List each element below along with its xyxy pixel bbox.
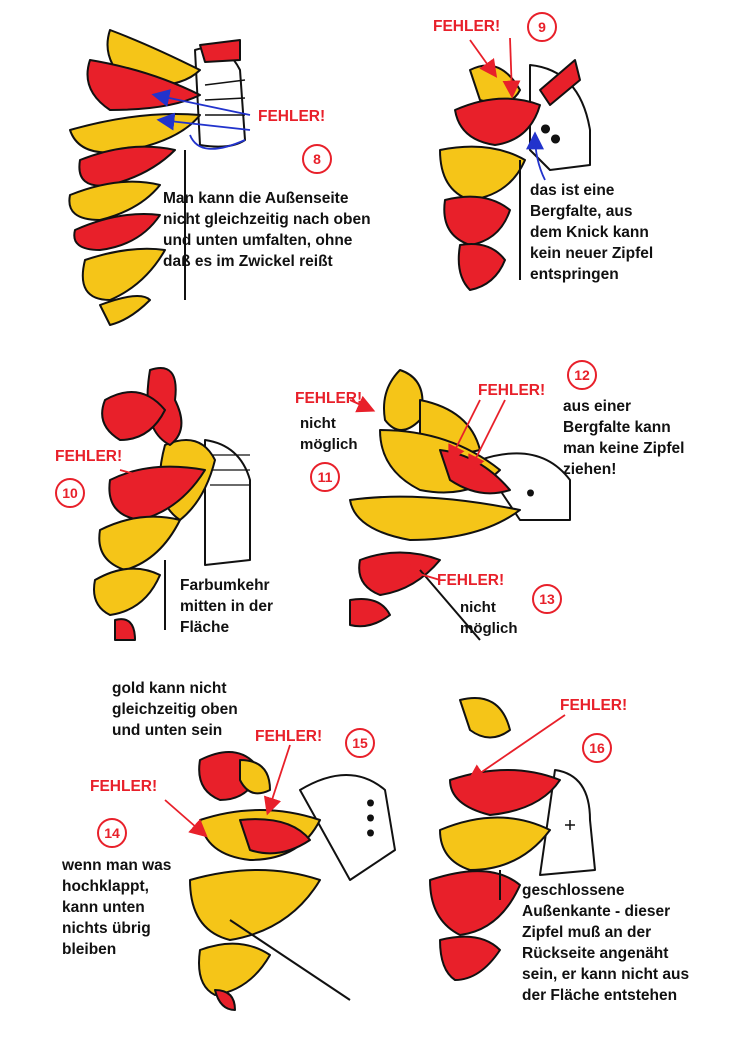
panel-15-caption: gold kann nicht gleichzeitig oben und un…	[112, 680, 238, 739]
panel-12-caption: aus einer Bergfalte kann man keine Zipfe…	[563, 398, 685, 478]
panel-8-illustration	[68, 29, 246, 326]
panel-number-11: 11	[310, 462, 340, 492]
error-label-15: FEHLER!	[255, 728, 323, 745]
panel-14-caption: wenn man was hochklappt, kann unten nich…	[62, 857, 172, 958]
panel-14-15-illustration	[189, 751, 396, 1011]
panel-number-14: 14	[97, 818, 127, 848]
panel-number-9: 9	[527, 12, 557, 42]
panel-9-caption: das ist eine Bergfalte, aus dem Knick ka…	[530, 182, 654, 283]
error-label-9: FEHLER!	[433, 18, 501, 35]
panel-number-10: 10	[55, 478, 85, 508]
error-label-12: FEHLER!	[478, 382, 546, 399]
panel-16-caption: geschlossene Außenkante - dieser Zipfel …	[522, 882, 690, 1004]
panel-number-15: 15	[345, 728, 375, 758]
panel-number-13: 13	[532, 584, 562, 614]
panel-8-caption: Man kann die Außenseite nicht gleichzeit…	[163, 190, 371, 270]
error-label-10: FEHLER!	[55, 448, 123, 465]
panel-10-caption: Farbumkehr mitten in der Fläche	[180, 577, 274, 636]
error-label-14: FEHLER!	[90, 778, 158, 795]
error-label-13: FEHLER!	[437, 572, 505, 589]
panel-number-16: 16	[582, 733, 612, 763]
panel-13-caption: nicht möglich	[460, 599, 518, 637]
panel-11-caption: nicht möglich	[300, 415, 358, 453]
error-label-16: FEHLER!	[560, 697, 628, 714]
panel-number-12: 12	[567, 360, 597, 390]
error-label-8: FEHLER!	[258, 108, 326, 125]
panel-number-8: 8	[302, 144, 332, 174]
error-label-11: FEHLER!	[295, 390, 363, 407]
